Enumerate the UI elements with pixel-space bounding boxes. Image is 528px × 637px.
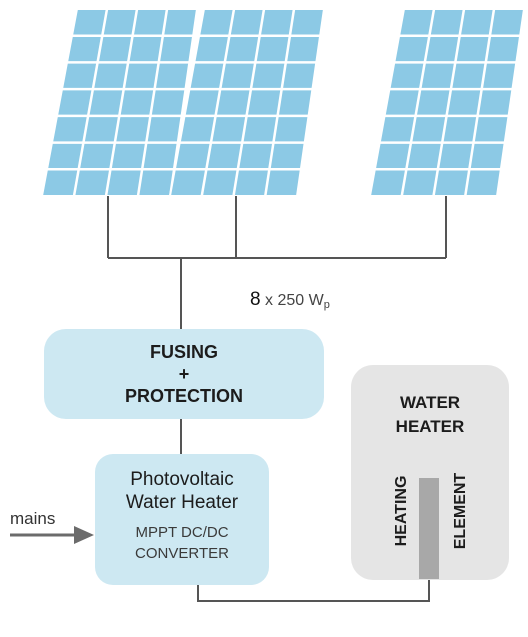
pv-title-line2: Water Heater <box>125 492 239 513</box>
protection-label: PROTECTION <box>124 386 243 406</box>
solar-panel-1 <box>40 8 199 197</box>
panel-grid-line <box>200 8 236 197</box>
panel-grid-line <box>400 8 436 197</box>
plus-label: + <box>178 364 190 384</box>
array-rating-label: 8 x 250 Wp <box>250 289 330 311</box>
pv-subtitle-line2: CONVERTER <box>135 545 229 562</box>
panel-count: 8 <box>250 289 261 310</box>
mains-label: mains <box>10 509 56 528</box>
mains-arrow <box>10 526 94 544</box>
panel-grid-line <box>432 8 466 197</box>
panel-grid-line <box>264 8 296 197</box>
solar-panel-icon <box>368 8 526 197</box>
panel-grid-line <box>104 8 139 197</box>
fusing-protection-box: FUSING + PROTECTION <box>44 329 324 419</box>
panel-grid-line <box>136 8 169 197</box>
panel-grid-line <box>464 8 496 197</box>
pv-water-heater-box: Photovoltaic Water Heater MPPT DC/DC CON… <box>95 454 269 585</box>
wiring <box>107 196 447 602</box>
solar-panel-icon <box>168 8 326 197</box>
water-heater-line1: WATER <box>399 393 461 412</box>
pv-subtitle-line1: MPPT DC/DC <box>135 524 229 541</box>
solar-panels <box>40 8 526 197</box>
solar-panel-2 <box>168 8 326 197</box>
element-label: ELEMENT <box>452 472 469 550</box>
panel-grid-line <box>232 8 266 197</box>
water-heater-line2: HEATER <box>395 417 465 436</box>
fusing-label: FUSING <box>149 342 218 362</box>
heating-label: HEATING <box>393 475 410 547</box>
heating-element-bar <box>419 478 439 579</box>
pv-title-line1: Photovoltaic <box>130 469 234 490</box>
solar-panel-icon <box>40 8 199 197</box>
panel-power: x 250 W <box>265 292 324 309</box>
power-subscript: p <box>323 299 330 311</box>
converter-to-element <box>197 579 430 602</box>
panel-grid-line <box>72 8 109 197</box>
solar-panel-3 <box>368 8 526 197</box>
